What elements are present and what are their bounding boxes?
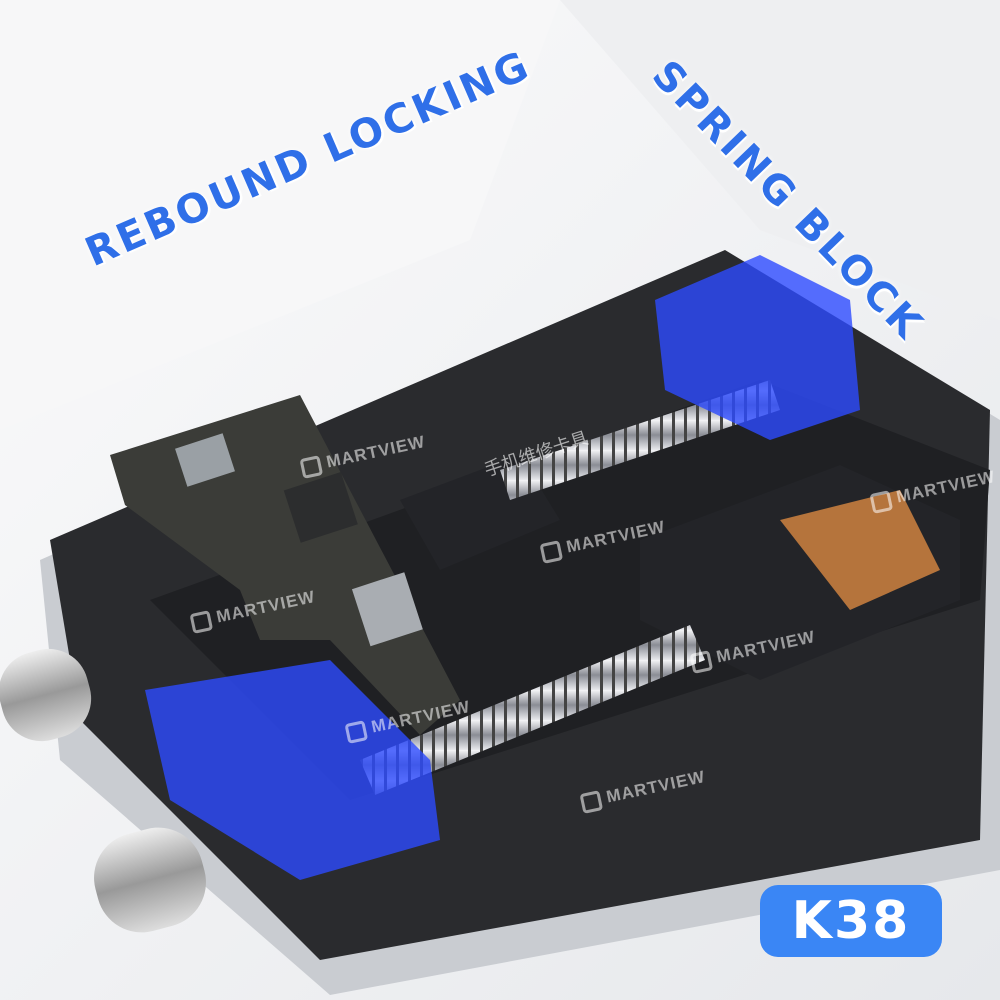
spring-lower	[360, 625, 705, 795]
white-box-right	[560, 0, 1000, 320]
pcb-chip	[351, 572, 423, 647]
pcb-chip	[283, 471, 358, 543]
white-box-left	[0, 0, 560, 430]
spring-block-upper	[655, 255, 860, 440]
model-badge: K38	[760, 885, 942, 957]
knob-lower[interactable]	[84, 817, 216, 942]
bga-chip	[780, 490, 940, 610]
pcb-chip	[175, 433, 235, 487]
spring-block-lower	[145, 660, 440, 880]
model-label: K38	[791, 891, 911, 951]
knob-upper[interactable]	[0, 640, 100, 750]
